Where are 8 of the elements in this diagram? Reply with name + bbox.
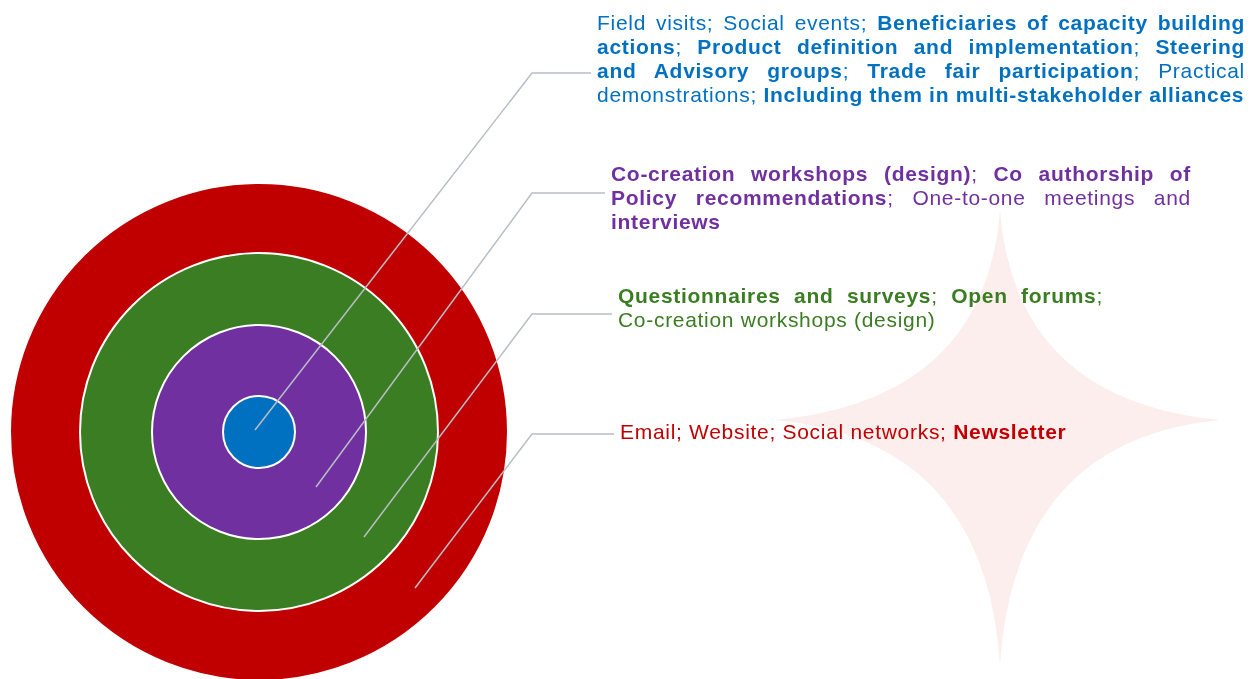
leader-line (315, 192, 606, 488)
description-text: Questionnaires and surveys; Open forums; Co-creation workshops (design) (618, 284, 1103, 332)
description-text: Co-creation workshops (design); Co authorship of Policy recommendations; One-to-one meetings and interviews (611, 162, 1191, 234)
leader-line (363, 313, 613, 538)
leader-line (414, 433, 615, 589)
description-text: Email; Website; Social networks; Newsletter (620, 420, 1068, 444)
leader-line (254, 72, 592, 431)
description-text: Field visits; Social events; Beneficiaries of capacity building actions; Product definition and implementation; Steering and Advisory groups; Trade fair participation; Practical demonstrations; Including them in multi-stakeholder alliances (597, 11, 1245, 107)
